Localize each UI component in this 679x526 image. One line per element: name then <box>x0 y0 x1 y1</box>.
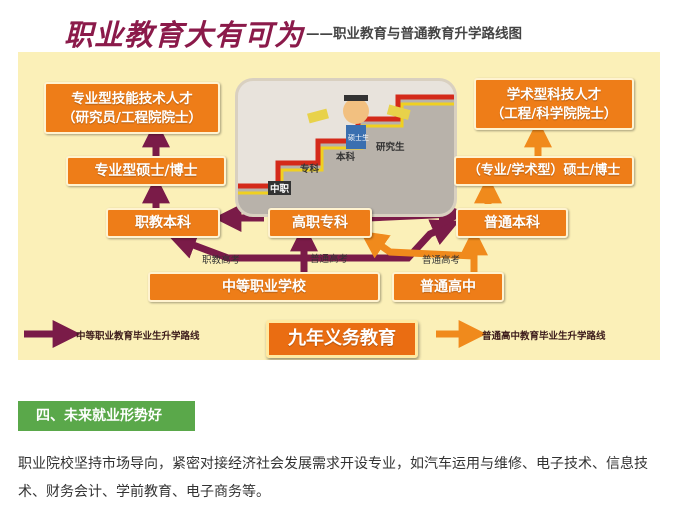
photo-label-zhuanke: 专科 <box>300 164 320 175</box>
node-secondary-voc: 中等职业学校 <box>148 272 380 302</box>
node-prof-acad-master-phd: （专业/学术型）硕士/博士 <box>454 156 634 186</box>
node-general-high: 普通高中 <box>392 272 504 302</box>
node-acad-talent-line2: （工程/科学院院士） <box>490 106 618 122</box>
node-voc-talent-line1: 专业型技能技术人才 <box>71 91 193 107</box>
node-higher-voc: 高职专科 <box>268 208 372 238</box>
diagram-title-band: 职业教育大有可为 ——职业教育与普通教育升学路线图 <box>18 8 660 52</box>
arrow-secvoc-to-voc-undergrad <box>168 232 304 262</box>
node-acad-talent-line1: 学术型科技人才 <box>506 87 602 103</box>
node-acad-talent: 学术型科技人才 （工程/科学院院士） <box>474 78 634 130</box>
node-prof-master-phd: 专业型硕士/博士 <box>66 156 226 186</box>
diagram-subtitle: ——职业教育与普通教育升学路线图 <box>306 26 522 42</box>
node-voc-undergrad: 职教本科 <box>106 208 220 238</box>
arrow-general-high-to-higher-voc <box>359 230 475 260</box>
node-voc-talent-line2: （研究员/工程院院士） <box>62 110 202 126</box>
section-header: 四、未来就业形势好 <box>18 401 195 431</box>
legend-general-route: 普通高中教育毕业生升学路线 <box>482 331 606 342</box>
photo-label-shuoshi: 硕士生 <box>348 134 369 142</box>
section-paragraph: 职业院校坚持市场导向，紧密对接经济社会发展需求开设专业，如汽车运用与维修、电子技… <box>18 456 648 500</box>
photo-label-zhongzhi: 中职 <box>268 181 292 195</box>
legend-voc-route: 中等职业教育毕业生升学路线 <box>76 331 200 342</box>
node-general-undergrad: 普通本科 <box>456 208 568 238</box>
diagram-main-title: 职业教育大有可为 <box>64 18 305 52</box>
arrow-secvoc-to-general-undergrad <box>304 219 460 262</box>
photo-label-yanjiusheng: 研究生 <box>376 142 405 153</box>
education-pathway-diagram: 职业教育大有可为 ——职业教育与普通教育升学路线图 <box>18 8 660 360</box>
path-label-general-exam-left: 普通高考 <box>310 254 349 265</box>
path-label-general-exam-right: 普通高考 <box>422 255 461 266</box>
node-voc-talent: 专业型技能技术人才 （研究员/工程院院士） <box>44 82 220 134</box>
staircase-illustration: 中职 专科 本科 硕士生 研究生 <box>235 78 457 217</box>
path-label-voc-exam: 职教高考 <box>202 255 241 266</box>
photo-label-benke: 本科 <box>336 152 356 163</box>
node-compulsory-edu: 九年义务教育 <box>266 320 418 358</box>
